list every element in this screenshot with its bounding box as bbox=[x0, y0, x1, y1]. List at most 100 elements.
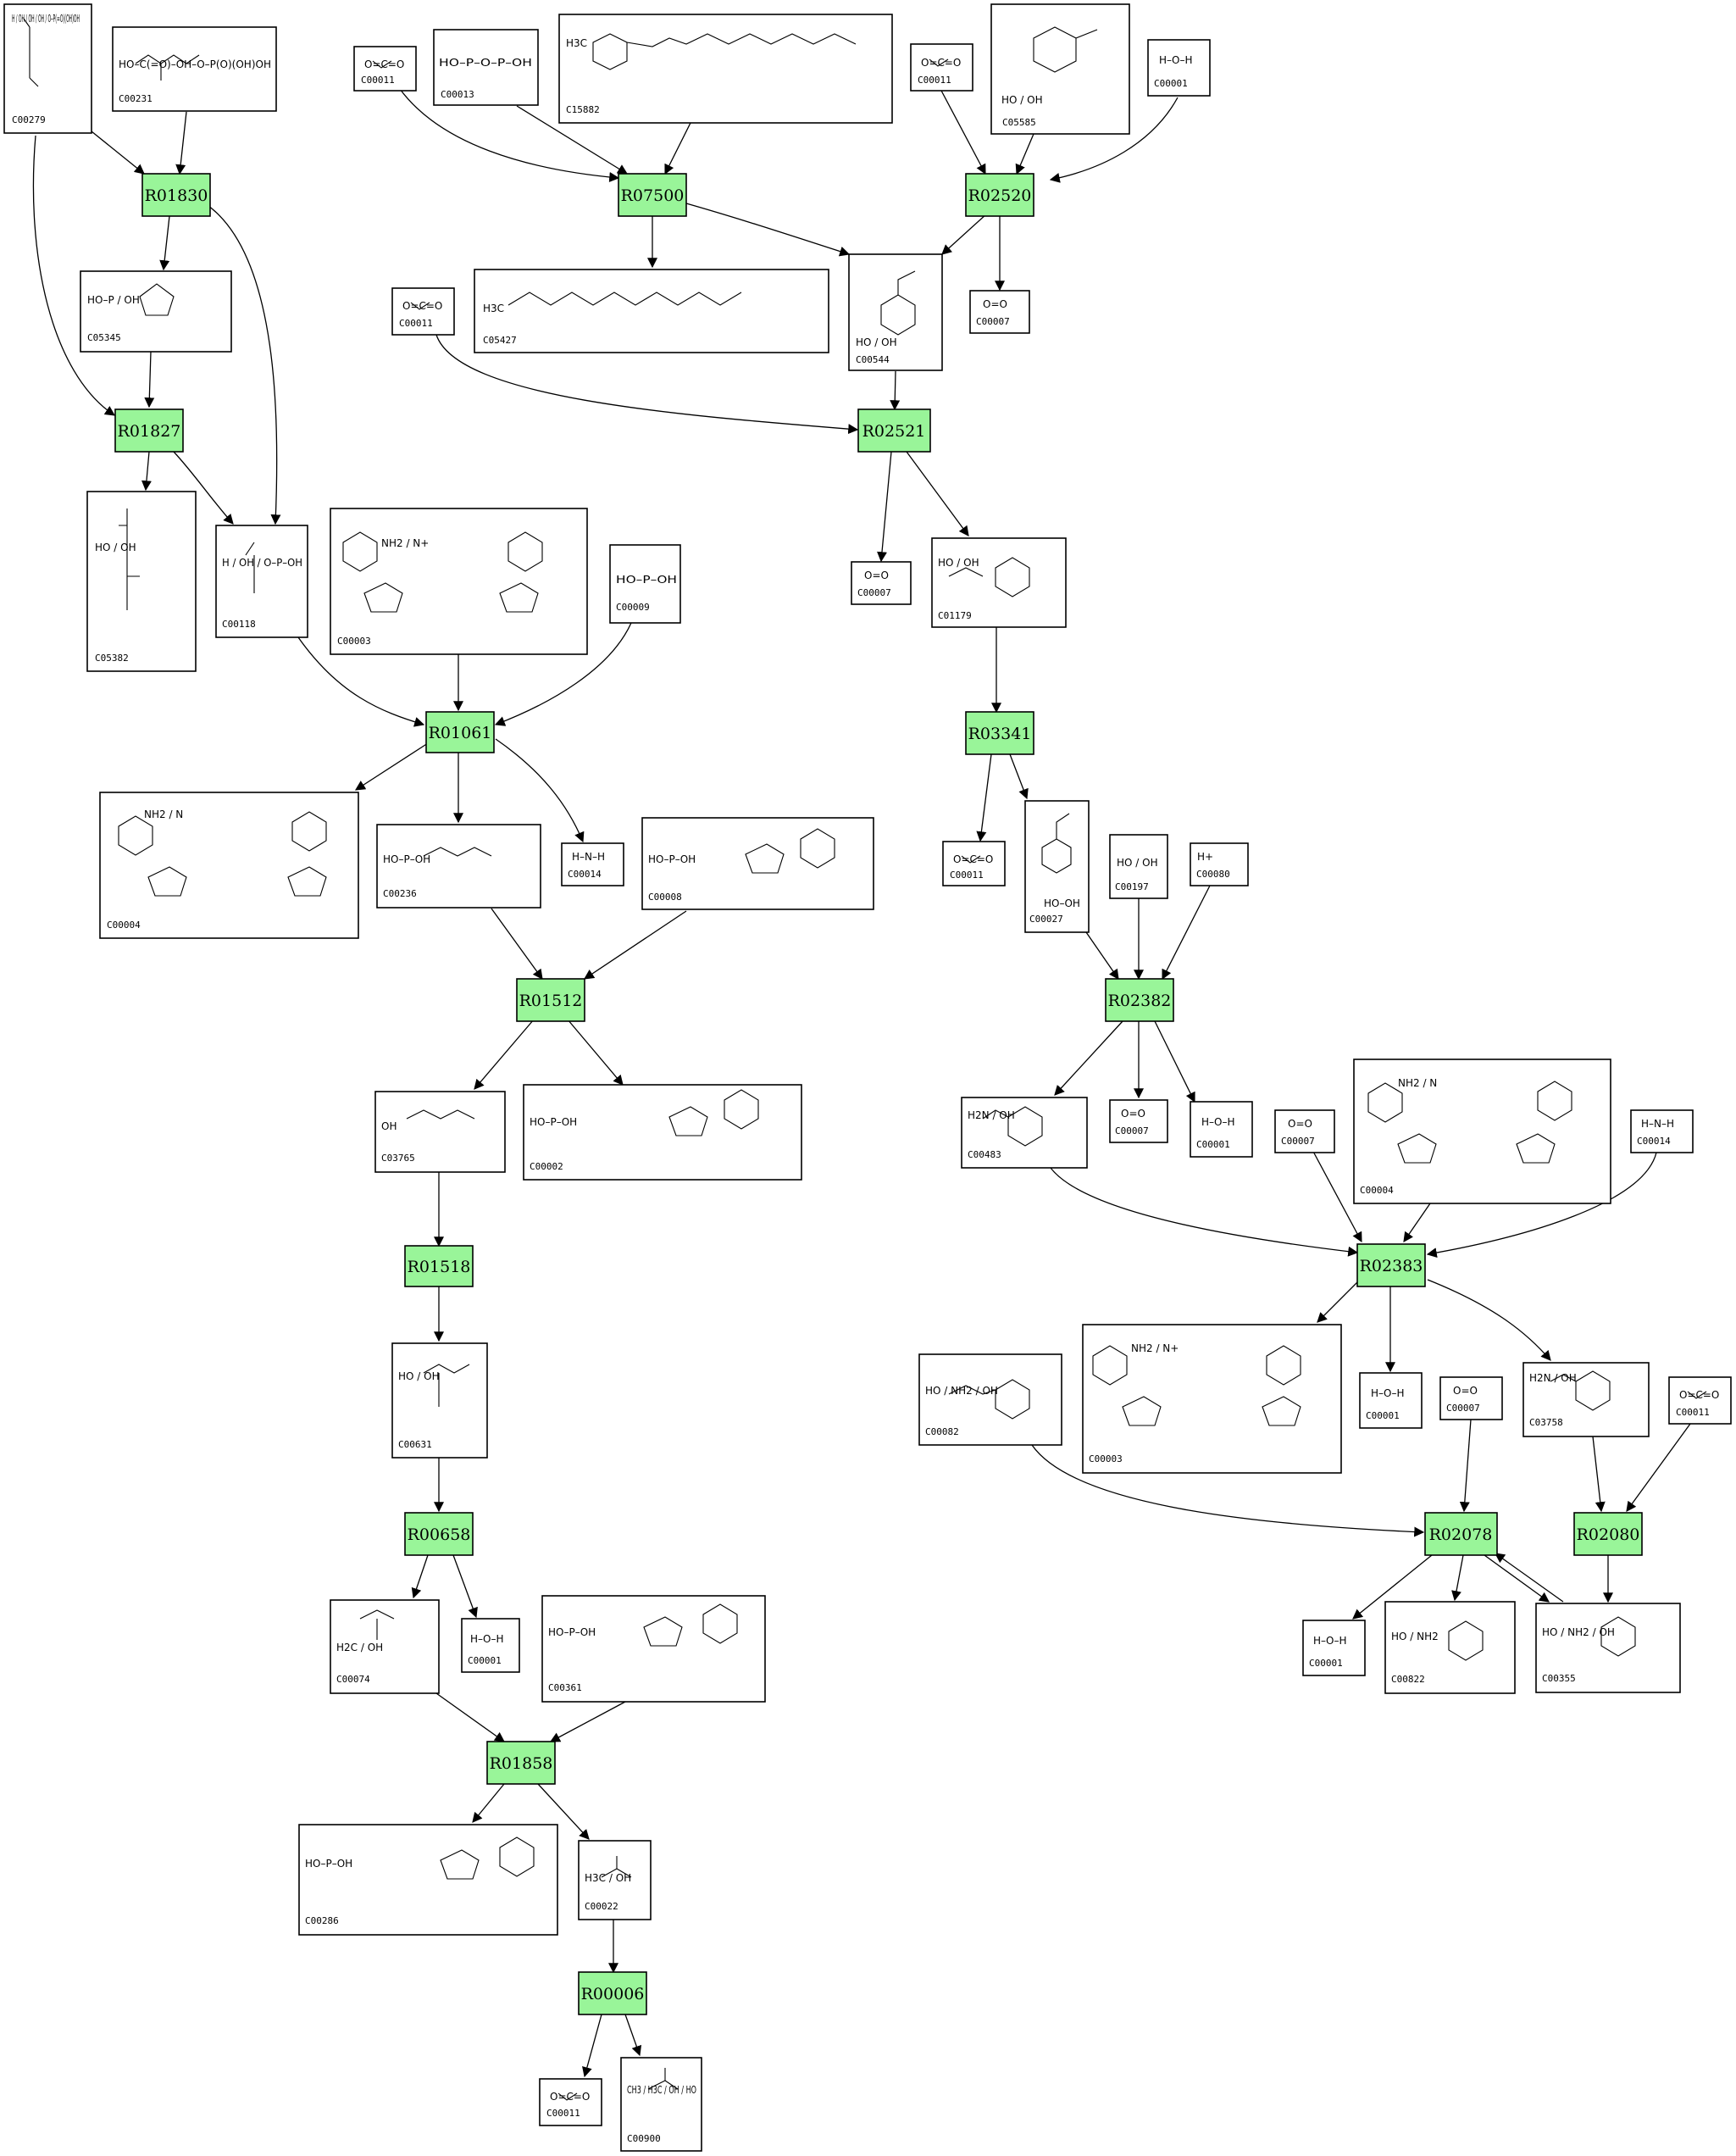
compound-node-c00011-b[interactable]: O=C=O C00011 bbox=[910, 43, 973, 92]
compound-node-c00003-b[interactable]: NH2 / N+ C00003 bbox=[1082, 1324, 1342, 1474]
compound-node-c00080-b[interactable]: H–N–H C00014 bbox=[1630, 1109, 1694, 1153]
compound-node-c00900[interactable]: CH3 / H3C / OH / HO C00900 bbox=[620, 2057, 702, 2152]
compound-node-c00011-e[interactable]: O=C=O C00011 bbox=[942, 841, 1006, 886]
edge-c00013-r07500 bbox=[516, 105, 629, 175]
compound-node-c00231[interactable]: HO–C(=O)–OH–O–P(O)(OH)OH C00231 bbox=[112, 26, 277, 112]
c03765-id: C00027 bbox=[1029, 914, 1063, 925]
compound-node-c00544[interactable]: HO / OH C00544 bbox=[848, 253, 943, 371]
reaction-node-r01827[interactable]: R01827 bbox=[114, 408, 184, 453]
compound-node-c00009[interactable]: HO–P–OH C00009 bbox=[609, 544, 681, 624]
edge-r00658-c00001 bbox=[452, 1554, 478, 1619]
compound-node-c00022[interactable]: H3C / OH C00022 bbox=[578, 1840, 652, 1920]
reaction-node-r02520[interactable]: R02520 bbox=[965, 173, 1034, 217]
compound-node-c00118[interactable]: H / OH / O–P–OH C00118 bbox=[215, 525, 308, 638]
edge-r02521-c00007 bbox=[877, 451, 892, 563]
compound-node-c00279[interactable]: H / OH / OH / OH / O–P(=O)(OH)OH C00279 bbox=[3, 3, 92, 134]
compound-node-c00001-b[interactable]: H–O–H C00001 bbox=[1190, 1101, 1253, 1158]
compound-node-c00014[interactable]: HO / OH C00197 bbox=[1109, 834, 1168, 899]
compound-node-c03765[interactable]: HO–OH C00027 bbox=[1024, 800, 1090, 933]
compound-node-c15882[interactable]: H3C C15882 bbox=[558, 14, 893, 124]
compound-node-c00002[interactable]: HO–P–OH C00002 bbox=[523, 1084, 802, 1181]
reaction-node-r01518[interactable]: R01518 bbox=[404, 1245, 474, 1287]
compound-node-c00004-b[interactable]: NH2 / N C00004 bbox=[1353, 1059, 1611, 1204]
compound-node-c00286[interactable]: HO–P–OH C00286 bbox=[298, 1824, 558, 1936]
compound-node-c00007-b[interactable]: O=O C00007 bbox=[851, 561, 912, 605]
compound-node-c05585[interactable]: HO / OH C05585 bbox=[990, 3, 1130, 135]
r02078-label: R02078 bbox=[1429, 1525, 1493, 1544]
compound-node-c00822[interactable]: HO / NH2 C00822 bbox=[1384, 1601, 1516, 1694]
compound-node-c00011-c[interactable]: O=C=O C00011 bbox=[391, 287, 455, 336]
reaction-node-r01061[interactable]: R01061 bbox=[425, 711, 495, 753]
edge-c00355-r02078 bbox=[1495, 1553, 1564, 1603]
compound-node-c05427[interactable]: H3C C05427 bbox=[474, 269, 829, 353]
compound-node-c00004-a[interactable]: NH2 / N C00004 bbox=[99, 792, 359, 939]
reaction-node-r02080[interactable]: R02080 bbox=[1573, 1512, 1643, 1556]
c00004-a-formula: NH2 / N bbox=[144, 808, 183, 820]
reaction-node-r03341[interactable]: R03341 bbox=[965, 711, 1034, 755]
reaction-node-r00006[interactable]: R00006 bbox=[578, 1971, 647, 2015]
compound-node-c00082[interactable]: HO / NH2 / OH C00082 bbox=[918, 1353, 1062, 1446]
c00004-b-formula: NH2 / N bbox=[1398, 1077, 1437, 1089]
c00011-d-id: C00011 bbox=[1676, 1407, 1710, 1418]
compound-node-c00355[interactable]: HO / NH2 / OH C00355 bbox=[1535, 1603, 1681, 1693]
compound-node-c00080-a[interactable]: H–N–H C00014 bbox=[561, 842, 624, 886]
reaction-node-r02521[interactable]: R02521 bbox=[857, 408, 931, 453]
edge-c00082-r02078 bbox=[1031, 1444, 1425, 1537]
compound-node-c00001-d[interactable]: H–O–H C00001 bbox=[461, 1618, 520, 1673]
reaction-node-r02382[interactable]: R02382 bbox=[1105, 978, 1174, 1022]
reaction-node-r02078[interactable]: R02078 bbox=[1424, 1512, 1498, 1556]
c00011-b-formula: O=C=O bbox=[921, 57, 961, 69]
c00009-formula: HO–P–OH bbox=[616, 574, 677, 586]
r02080-label: R02080 bbox=[1577, 1525, 1640, 1544]
compound-node-c00007-a[interactable]: O=O C00007 bbox=[969, 290, 1030, 334]
compound-node-c00011-f[interactable]: O=C=O C00011 bbox=[539, 2078, 602, 2126]
compound-node-c01179[interactable]: HO / OH C01179 bbox=[931, 537, 1067, 628]
reaction-node-r01830[interactable]: R01830 bbox=[141, 173, 211, 217]
compound-node-c00236[interactable]: HO–P–OH C00236 bbox=[376, 824, 541, 909]
c00822-id: C00822 bbox=[1391, 1674, 1425, 1685]
compound-node-c00027[interactable]: H+ C00080 bbox=[1190, 842, 1249, 886]
c00197-id: C03765 bbox=[381, 1153, 415, 1164]
compound-node-c03758[interactable]: H2N / OH C03758 bbox=[1522, 1362, 1650, 1437]
c00027-id: C00080 bbox=[1196, 869, 1230, 880]
reaction-node-r01858[interactable]: R01858 bbox=[486, 1741, 556, 1785]
compound-node-c05382[interactable]: HO / OH C05382 bbox=[86, 491, 197, 672]
compound-node-c00074[interactable]: H2C / OH C00074 bbox=[330, 1599, 440, 1694]
compound-node-c00361[interactable]: HO–P–OH C00361 bbox=[541, 1595, 766, 1703]
r00006-label: R00006 bbox=[581, 1985, 645, 2003]
edge-c00279-r01827 bbox=[32, 135, 115, 416]
c01179-formula: HO / OH bbox=[938, 557, 979, 569]
compound-node-c00001-a[interactable]: H–O–H C00001 bbox=[1147, 39, 1211, 97]
compound-node-c00197[interactable]: OH C03765 bbox=[374, 1091, 506, 1173]
c00236-formula: HO–P–OH bbox=[383, 853, 430, 865]
compound-node-c00007-e[interactable]: O=O C00007 bbox=[1439, 1376, 1503, 1420]
c00001-a-id: C00001 bbox=[1154, 78, 1188, 89]
compound-node-c00007-d[interactable]: O=O C00007 bbox=[1274, 1109, 1335, 1153]
edge-c03758-r02080 bbox=[1592, 1436, 1606, 1513]
c00007-b-id: C00007 bbox=[857, 587, 891, 598]
compound-node-c00003-a[interactable]: NH2 / N+ C00003 bbox=[330, 508, 588, 655]
edge-r02520-c00544 bbox=[941, 213, 988, 255]
reaction-node-r01512[interactable]: R01512 bbox=[516, 978, 585, 1022]
c00286-id: C00286 bbox=[305, 1915, 339, 1926]
edge-c03765-r02382 bbox=[1085, 931, 1119, 980]
c00361-formula: HO–P–OH bbox=[548, 1626, 596, 1638]
c00011-f-formula: O=C=O bbox=[550, 2091, 590, 2103]
compound-node-c00001-c[interactable]: H–O–H C00001 bbox=[1359, 1372, 1423, 1429]
compound-node-c00013[interactable]: HO–P–O–P–OH C00013 bbox=[433, 29, 539, 106]
compound-node-c00001-e[interactable]: H–O–H C00001 bbox=[1302, 1620, 1366, 1676]
compound-node-c00007-c[interactable]: O=O C00007 bbox=[1109, 1099, 1168, 1143]
c00007-b-formula: O=O bbox=[864, 570, 889, 581]
compound-node-c05345[interactable]: HO–P / OH C05345 bbox=[80, 270, 232, 353]
reaction-node-r07500[interactable]: R07500 bbox=[618, 173, 687, 217]
compound-node-c00008[interactable]: HO–P–OH C00008 bbox=[641, 817, 874, 910]
compound-node-c00483[interactable]: H2N / OH C00483 bbox=[961, 1097, 1088, 1169]
reaction-node-r02383[interactable]: R02383 bbox=[1356, 1243, 1426, 1287]
edge-c00011c-r02521 bbox=[435, 334, 859, 435]
c00001-c-id: C00001 bbox=[1366, 1410, 1400, 1421]
compound-node-c00011-d[interactable]: O=C=O C00011 bbox=[1668, 1376, 1732, 1425]
c00001-a-formula: H–O–H bbox=[1159, 54, 1193, 66]
compound-node-c00011-a[interactable]: O=C=O C00011 bbox=[353, 46, 417, 92]
compound-node-c00631[interactable]: HO / OH C00631 bbox=[391, 1342, 488, 1459]
reaction-node-r00658[interactable]: R00658 bbox=[404, 1512, 474, 1556]
